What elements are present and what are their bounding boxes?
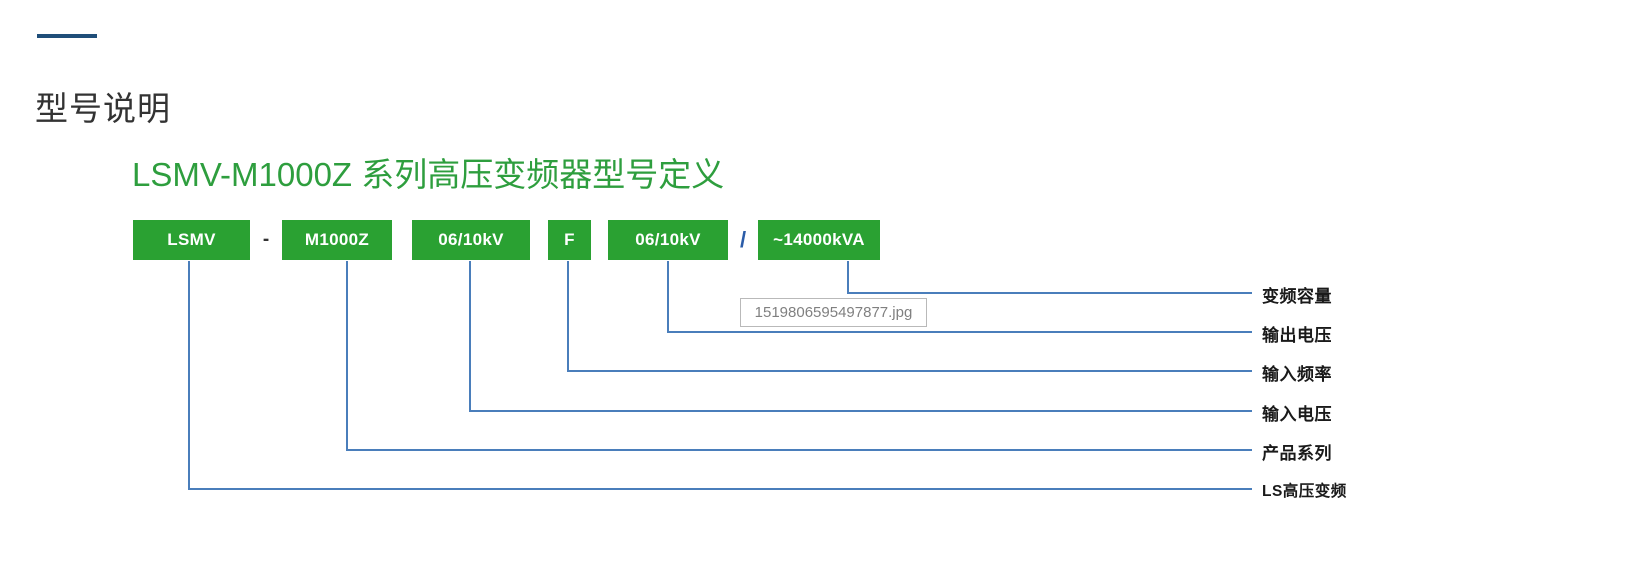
diagram-title: LSMV-M1000Z 系列高压变频器型号定义 xyxy=(132,156,725,193)
code-box-input-voltage: 06/10kV xyxy=(412,220,530,260)
image-filename-chip: 1519806595497877.jpg xyxy=(740,298,927,327)
code-separator-slash: / xyxy=(739,227,747,252)
leader-line-capacity xyxy=(847,261,1252,294)
leader-line-input-frequency xyxy=(567,261,1252,372)
code-box-input-frequency: F xyxy=(548,220,591,260)
legend-label-brand: LS高压变频 xyxy=(1262,483,1347,500)
leader-line-brand xyxy=(188,261,1252,490)
leader-line-output-voltage xyxy=(667,261,1252,333)
code-box-lsmv: LSMV xyxy=(133,220,250,260)
legend-label-capacity: 变频容量 xyxy=(1262,287,1332,306)
code-separator-dash: - xyxy=(262,229,270,250)
code-box-capacity: ~14000kVA xyxy=(758,220,880,260)
legend-label-input-frequency: 输入频率 xyxy=(1262,365,1332,384)
legend-label-output-voltage: 输出电压 xyxy=(1262,326,1332,345)
leader-line-product-series xyxy=(346,261,1252,451)
header-accent-rule xyxy=(37,34,97,38)
legend-label-input-voltage: 输入电压 xyxy=(1262,405,1332,424)
page-title: 型号说明 xyxy=(35,90,171,128)
code-box-m1000z: M1000Z xyxy=(282,220,392,260)
leader-line-input-voltage xyxy=(469,261,1252,412)
code-box-output-voltage: 06/10kV xyxy=(608,220,728,260)
legend-label-product-series: 产品系列 xyxy=(1262,444,1332,463)
